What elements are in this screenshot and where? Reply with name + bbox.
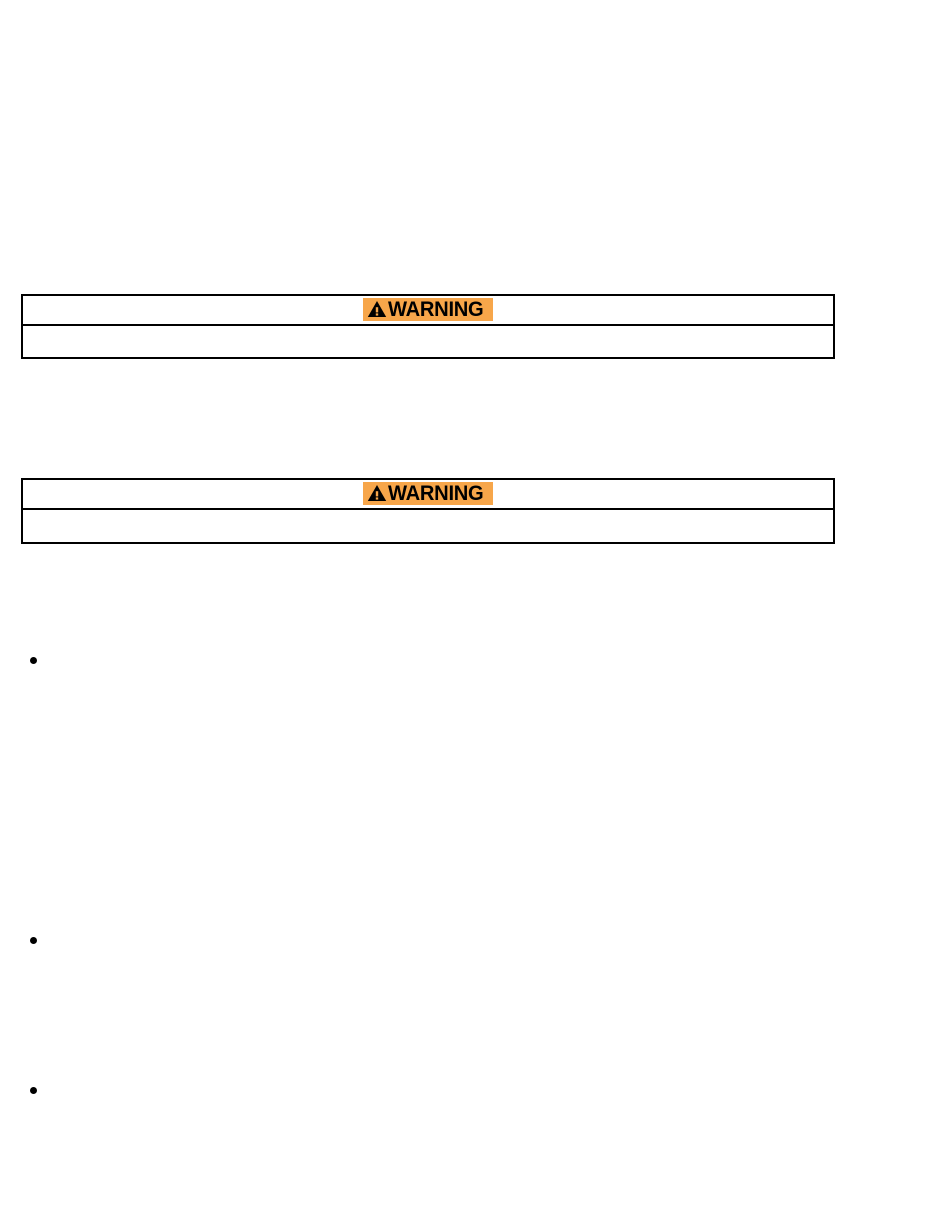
warning-badge-label: WARNING <box>388 481 484 505</box>
warning-notice-header: WARNING <box>23 480 833 510</box>
warning-badge: WARNING <box>363 297 493 321</box>
bullet-dot-icon <box>30 657 37 664</box>
warning-triangle-icon <box>368 301 387 317</box>
warning-notice-body <box>23 326 833 357</box>
warning-badge-label: WARNING <box>388 297 484 321</box>
list-item <box>30 932 37 944</box>
bullet-dot-icon <box>30 937 37 944</box>
warning-notice-box: WARNING <box>21 294 835 359</box>
bullet-dot-icon <box>30 1087 37 1094</box>
warning-notice-box: WARNING <box>21 478 835 544</box>
list-item <box>30 652 37 664</box>
list-item <box>30 1082 37 1094</box>
warning-badge: WARNING <box>363 481 493 505</box>
warning-notice-header: WARNING <box>23 296 833 326</box>
warning-triangle-icon <box>368 485 387 501</box>
warning-notice-body <box>23 510 833 542</box>
